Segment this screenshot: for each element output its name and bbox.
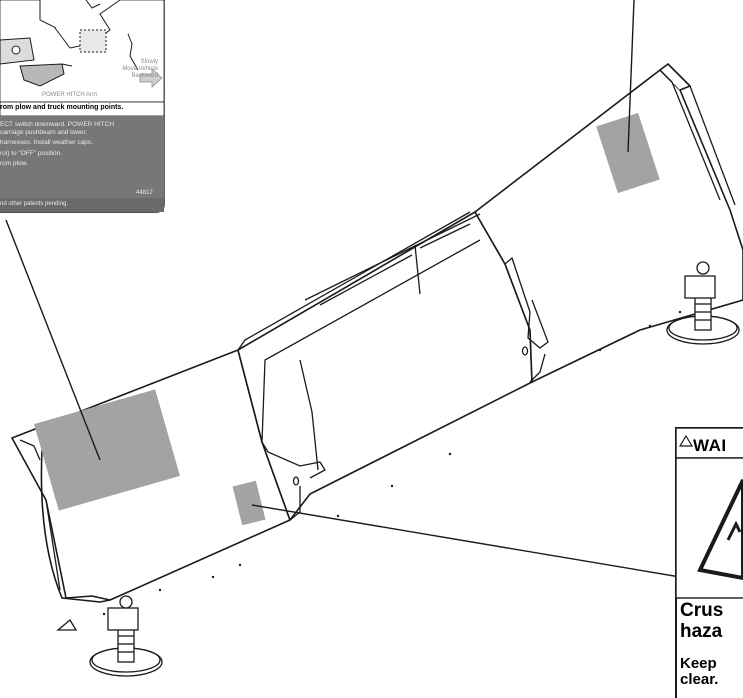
plow-blade xyxy=(11,63,743,603)
part-number: 44812 xyxy=(136,190,153,196)
warning-header: WAI xyxy=(693,436,727,455)
patent-text: nd other patents pending. xyxy=(0,201,69,207)
right-decal-patch xyxy=(596,112,660,194)
step-line-5: rom plow. xyxy=(0,160,28,167)
step-line-3: harnesses. Install weather caps. xyxy=(0,139,93,146)
warning-line-4: clear. xyxy=(680,671,719,688)
left-wing-lower xyxy=(40,449,111,603)
label-power-hitch-arm: POWER HITCH Arm xyxy=(42,92,97,98)
label-slowly: Slowly xyxy=(140,59,158,65)
warning-line-2: haza xyxy=(680,621,723,642)
step-line-2: carriage pushbeam and lower. xyxy=(0,129,88,136)
left-decal-patch xyxy=(34,389,180,511)
step-line-1: ECT switch downward. POWER HITCH xyxy=(0,121,115,128)
leader-lines xyxy=(5,0,687,579)
step-line-4: rol) to "OFF" position. xyxy=(0,150,63,157)
warning-line-3: Keep xyxy=(680,655,717,672)
label-move-vehicle: Move Vehicle xyxy=(122,66,158,72)
right-wing-top xyxy=(659,63,691,91)
right-wing xyxy=(474,69,743,383)
warning-decal-patch xyxy=(232,480,266,526)
instruction-decal xyxy=(0,0,165,213)
right-shoe xyxy=(666,261,740,345)
warning-decal xyxy=(675,427,743,698)
left-shoe xyxy=(56,595,163,677)
step-heading: rom plow and truck mounting points. xyxy=(0,104,124,111)
warning-triangle-icon xyxy=(678,434,694,447)
warning-line-1: Crus xyxy=(680,600,724,621)
center-section xyxy=(237,211,533,521)
move-backward-arrow xyxy=(139,68,163,88)
blade-details xyxy=(19,69,736,591)
crush-hazard-icon xyxy=(697,479,743,581)
label-backward: Backward xyxy=(131,73,158,79)
bolt-dots xyxy=(102,310,682,616)
